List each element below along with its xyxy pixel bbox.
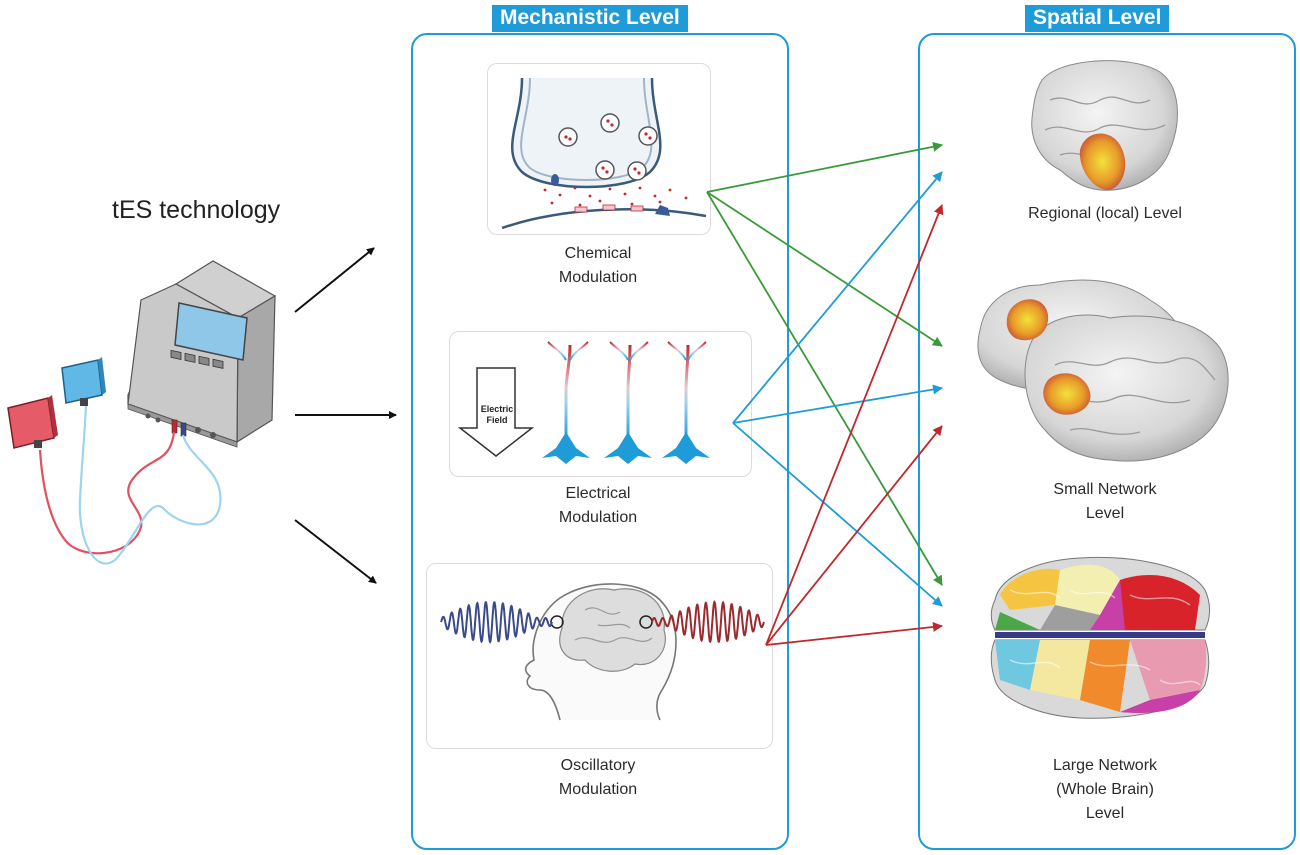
tes-technology-label: tES technology <box>112 196 281 224</box>
electrical-modulation-caption: Electrical Modulation <box>558 485 638 526</box>
small-network-level-caption: Small Network Level <box>1053 481 1157 522</box>
small-network-brain-icon <box>977 279 1229 462</box>
electrical-connections <box>732 171 943 607</box>
oscillatory-to-regional-arrow <box>765 204 944 646</box>
electric-field-label: Electric Field <box>480 404 514 425</box>
chemical-to-large-network-arrow <box>706 191 943 586</box>
large-network-level-caption: Large Network (Whole Brain) Level <box>1052 757 1158 822</box>
chemical-modulation-caption: Chemical Modulation <box>558 245 638 286</box>
electrical-to-regional-arrow <box>732 171 943 424</box>
electrical-to-small-network-arrow <box>732 384 943 424</box>
chemical-connections <box>706 141 943 586</box>
chemical-to-small-network-arrow <box>706 191 943 347</box>
oscillatory-to-small-network-arrow <box>765 425 943 646</box>
chemical-to-regional-arrow <box>706 141 943 193</box>
red-electrode-icon <box>7 395 58 449</box>
electric-field-arrow-icon <box>457 367 535 457</box>
tes-device-icon <box>127 260 277 448</box>
red-cable <box>38 431 176 555</box>
neuron-icon <box>547 341 707 440</box>
tes-to-oscillatory-arrow <box>294 519 377 584</box>
red-oscillation-wave <box>651 599 765 644</box>
oscillatory-connections <box>765 204 944 646</box>
tes-to-chemical-arrow <box>294 247 375 313</box>
large-network-brain-icon <box>990 557 1210 719</box>
blue-electrode-icon <box>61 357 106 406</box>
regional-level-caption: Regional (local) Level <box>1028 205 1182 222</box>
synapse-icon <box>501 77 707 230</box>
oscillatory-modulation-caption: Oscillatory Modulation <box>558 757 638 798</box>
mechanistic-level-header: Mechanistic Level <box>492 5 688 32</box>
head-silhouette-icon <box>524 583 677 721</box>
blue-cable <box>78 404 222 565</box>
oscillatory-to-large-network-arrow <box>765 621 943 646</box>
electrical-to-large-network-arrow <box>732 422 943 607</box>
spatial-level-header: Spatial Level <box>1025 5 1170 32</box>
regional-brain-icon <box>1031 60 1178 191</box>
neuron-soma-icon <box>542 432 710 464</box>
blue-oscillation-wave <box>440 601 553 644</box>
